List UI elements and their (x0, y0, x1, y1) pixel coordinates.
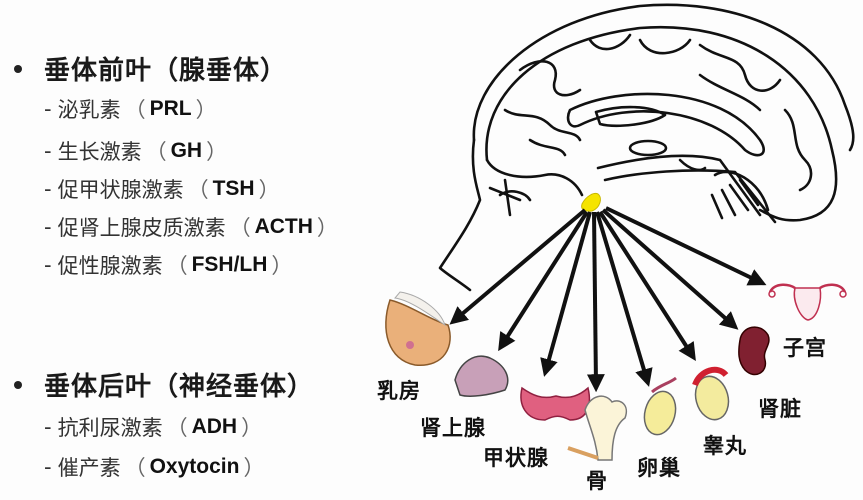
ovary-illustration (643, 376, 677, 436)
organ-label-kidney: 肾脏 (758, 397, 802, 421)
hormone-item-oxytocin: - 催产素 （ Oxytocin ） (44, 452, 268, 482)
hormone-name: 抗利尿激素 (57, 416, 163, 440)
close-paren: ） (258, 178, 280, 202)
hormone-abbr: GH (170, 139, 203, 162)
uterus-illustration (768, 283, 847, 321)
adrenal-illustration (454, 355, 509, 397)
hormone-abbr: ACTH (254, 215, 313, 238)
hormone-item-gh: - 生长激素 （ GH ） (44, 136, 231, 166)
open-paren: （ (166, 416, 188, 440)
dash-icon: - (44, 139, 52, 163)
posterior-lobe-heading: 垂体后叶（神经垂体） (14, 366, 314, 403)
hormone-item-tsh: - 促甲状腺激素 （ TSH ） (44, 174, 284, 204)
open-paren: （ (145, 140, 167, 164)
organ-label-testis: 睾丸 (703, 434, 747, 458)
close-paren: ） (316, 216, 338, 240)
testis-illustration (692, 366, 730, 421)
hormone-abbr: Oxytocin (149, 455, 240, 478)
thyroid-illustration (520, 386, 591, 421)
organ-label-bone: 骨 (586, 469, 608, 493)
anterior-lobe-title: 垂体前叶（腺垂体） (44, 56, 288, 86)
close-paren: ） (241, 416, 263, 440)
pituitary-gland (581, 193, 601, 212)
hormone-name: 泌乳素 (57, 98, 121, 122)
dash-icon: - (44, 253, 52, 277)
open-paren: （ (124, 456, 146, 480)
anterior-lobe-heading: 垂体前叶（腺垂体） (14, 50, 287, 87)
hormone-abbr: ADH (191, 415, 238, 438)
hormone-name: 促甲状腺激素 (57, 178, 184, 202)
hormone-abbr: PRL (149, 97, 192, 120)
open-paren: （ (229, 216, 251, 240)
hormone-name: 促肾上腺皮质激素 (57, 216, 226, 240)
brain-outline (438, 3, 855, 292)
organ-label-uterus: 子宫 (783, 336, 827, 360)
dash-icon: - (44, 415, 52, 439)
hormone-abbr: TSH (212, 177, 255, 200)
hormone-name: 催产素 (57, 456, 121, 480)
close-paren: ） (271, 254, 293, 278)
organ-label-breast: 乳房 (377, 379, 421, 403)
organ-label-ovary: 卵巢 (637, 456, 681, 480)
bullet-icon (14, 64, 22, 73)
hormone-name: 生长激素 (57, 140, 142, 164)
dash-icon: - (44, 455, 52, 479)
dash-icon: - (44, 177, 52, 201)
hormone-item-acth: - 促肾上腺皮质激素 （ ACTH ） (44, 212, 342, 242)
hormone-arrows (449, 206, 767, 393)
close-paren: ） (243, 456, 265, 480)
hormone-item-adh: - 抗利尿激素 （ ADH ） (44, 412, 266, 442)
hormone-abbr: FSH/LH (191, 253, 268, 276)
posterior-lobe-title: 垂体后叶（神经垂体） (44, 372, 315, 402)
open-paren: （ (166, 254, 188, 278)
kidney-illustration (738, 326, 770, 376)
hormone-name: 促性腺激素 (57, 254, 163, 278)
hormone-item-prl: - 泌乳素 （ PRL ） (44, 94, 221, 124)
organ-label-thyroid: 甲状腺 (483, 446, 549, 470)
close-paren: ） (195, 98, 217, 122)
bone-illustration (567, 395, 627, 461)
dash-icon: - (44, 215, 52, 239)
organ-label-adrenal: 肾上腺 (420, 416, 486, 440)
hormone-item-fsh-lh: - 促性腺激素 （ FSH/LH ） (44, 250, 296, 280)
dash-icon: - (44, 97, 52, 121)
open-paren: （ (187, 178, 209, 202)
open-paren: （ (124, 98, 146, 122)
bullet-icon (14, 380, 22, 389)
close-paren: ） (206, 140, 228, 164)
breast-illustration (385, 291, 451, 366)
